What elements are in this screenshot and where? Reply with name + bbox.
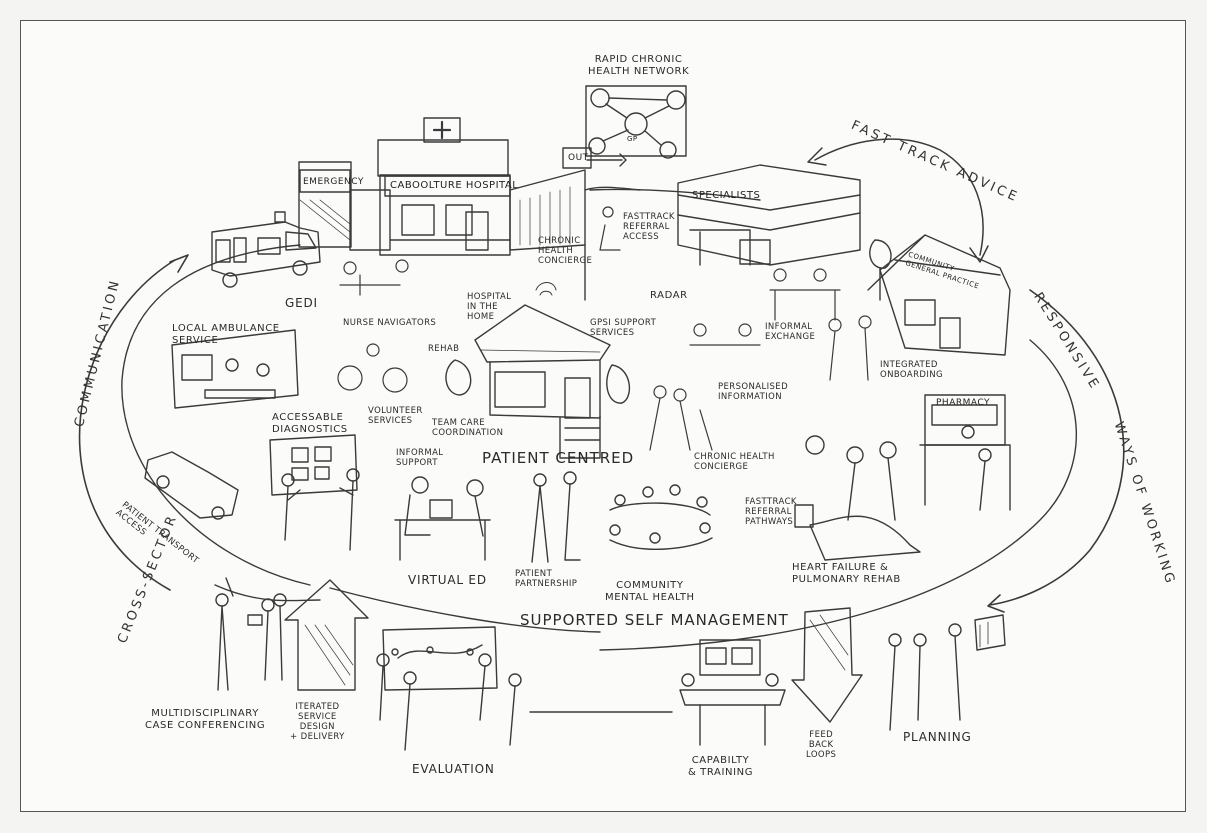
label-volunteer: VOLUNTEER SERVICES bbox=[368, 406, 423, 426]
pharmacy-sign: PHARMACY bbox=[936, 398, 990, 408]
label-fasttrack-access: FASTTRACK REFERRAL ACCESS bbox=[623, 212, 675, 242]
ambulance bbox=[211, 211, 321, 288]
label-planning: PLANNING bbox=[903, 730, 972, 744]
heart-failure-rehab-scene bbox=[794, 435, 921, 561]
care-loop-road bbox=[121, 188, 1077, 651]
hospital-sign: CABOOLTURE HOSPITAL bbox=[390, 180, 519, 191]
label-supported-self-management: SUPPORTED SELF MANAGEMENT bbox=[520, 611, 789, 629]
communication-arrow bbox=[78, 254, 321, 602]
capability-training-table bbox=[679, 639, 786, 746]
diagnostics-board bbox=[269, 434, 360, 551]
scattered-figures bbox=[337, 206, 872, 451]
label-fasttrack-pathways: FASTTRACK REFERRAL PATHWAYS bbox=[745, 497, 797, 527]
hospital-building bbox=[298, 117, 641, 301]
label-chronic-concierge-top: CHRONIC HEALTH CONCIERGE bbox=[538, 236, 593, 266]
label-team-care: TEAM CARE COORDINATION bbox=[432, 418, 504, 438]
label-accessible-diagnostics: ACCESSABLE DIAGNOSTICS bbox=[272, 412, 348, 435]
evaluation-board bbox=[376, 626, 673, 751]
label-rapid-network: RAPID CHRONIC HEALTH NETWORK bbox=[588, 54, 690, 77]
label-gpsi: GPSI SUPPORT SERVICES bbox=[590, 318, 657, 338]
community-mental-health-group bbox=[609, 484, 713, 550]
label-patient-partnership: PATIENT PARTNERSHIP bbox=[515, 569, 578, 589]
planning-figures bbox=[888, 614, 1006, 731]
label-local-ambulance: LOCAL AMBULANCE SERVICE bbox=[172, 323, 280, 346]
label-heart-failure: HEART FAILURE & PULMONARY REHAB bbox=[792, 562, 901, 585]
label-hospital-in-home: HOSPITAL IN THE HOME bbox=[467, 292, 512, 322]
responsive-arrow bbox=[987, 289, 1125, 613]
specialists-building bbox=[677, 164, 861, 266]
community-gp-building bbox=[867, 234, 1011, 356]
virtual-ed-scene bbox=[394, 476, 491, 561]
patient-partnership-figures bbox=[531, 471, 581, 563]
out-sign: OUT bbox=[568, 153, 589, 163]
gp-node-label: GP bbox=[627, 135, 638, 143]
label-evaluation: EVALUATION bbox=[412, 762, 495, 776]
label-virtual-ed: VIRTUAL ED bbox=[408, 573, 487, 587]
label-chronic-concierge: CHRONIC HEALTH CONCIERGE bbox=[694, 452, 775, 472]
feedback-loops-arrow bbox=[791, 607, 863, 723]
label-patient-centred: PATIENT CENTRED bbox=[482, 449, 635, 467]
pharmacy-counter bbox=[919, 394, 1011, 511]
label-radar: RADAR bbox=[650, 290, 688, 301]
label-informal-support: INFORMAL SUPPORT bbox=[396, 448, 444, 468]
label-personalised: PERSONALISED INFORMATION bbox=[718, 382, 789, 402]
label-gedi: GEDI bbox=[285, 296, 318, 310]
fast-track-arrow bbox=[807, 138, 989, 263]
local-ambulance-service bbox=[171, 329, 299, 409]
label-feedback-loops: FEED BACK LOOPS bbox=[806, 730, 837, 760]
patient-transport-car bbox=[144, 451, 239, 520]
iterated-design-arrow bbox=[284, 579, 369, 691]
hospital-in-the-home-house bbox=[445, 282, 631, 459]
label-nurse-navigators: NURSE NAVIGATORS bbox=[343, 318, 437, 328]
emergency-sign: EMERGENCY bbox=[303, 177, 364, 187]
label-mdt-case-conferencing: MULTIDISCIPLINARY CASE CONFERENCING bbox=[145, 708, 266, 731]
label-community-mental-health: COMMUNITY MENTAL HEALTH bbox=[605, 580, 695, 603]
mdt-figures bbox=[215, 593, 287, 691]
label-rehab: REHAB bbox=[428, 344, 460, 354]
specialists-sign: SPECIALISTS bbox=[692, 190, 761, 201]
rapid-network-diagram bbox=[585, 85, 687, 159]
label-capability-training: CAPABILTY & TRAINING bbox=[688, 755, 754, 778]
label-integrated-onboarding: INTEGRATED ONBOARDING bbox=[880, 360, 943, 380]
label-iterated-design: ITERATED SERVICE DESIGN + DELIVERY bbox=[290, 702, 345, 742]
label-informal-exchange: INFORMAL EXCHANGE bbox=[765, 322, 816, 342]
